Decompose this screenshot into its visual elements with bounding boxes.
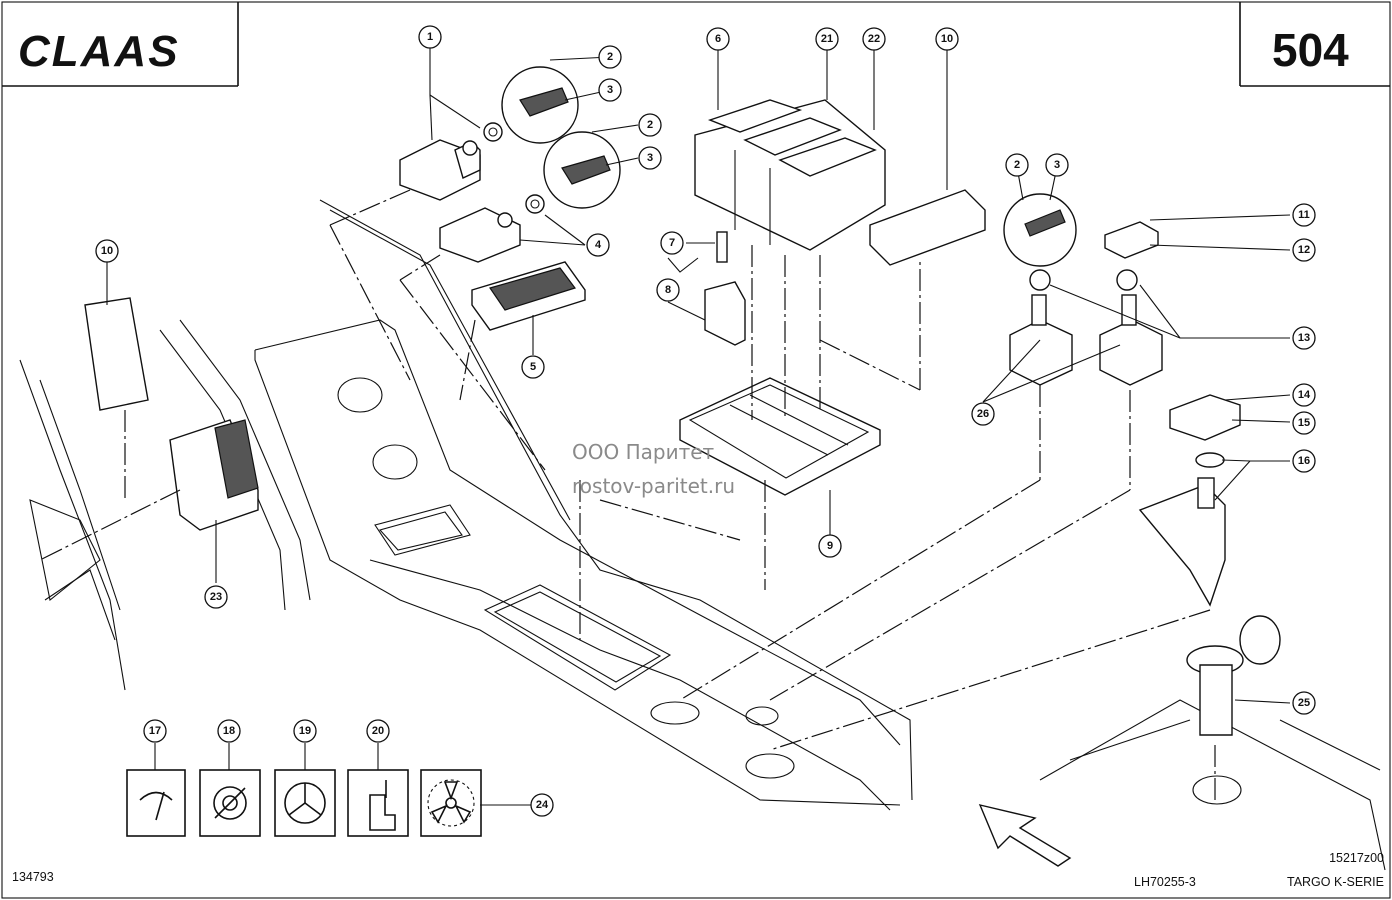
svg-text:2: 2 <box>1014 159 1020 171</box>
svg-text:1: 1 <box>427 31 433 43</box>
svg-text:17: 17 <box>149 725 161 737</box>
svg-text:6: 6 <box>715 33 721 45</box>
svg-text:13: 13 <box>1298 332 1310 344</box>
callout-2b: 2 <box>638 113 662 137</box>
page-number: 504 <box>1272 24 1349 76</box>
callout-21: 21 <box>815 27 839 51</box>
svg-text:15: 15 <box>1298 417 1310 429</box>
callout-14: 14 <box>1292 383 1316 407</box>
svg-text:10: 10 <box>941 33 953 45</box>
callout-22: 22 <box>862 27 886 51</box>
rocker-switch-5 <box>471 261 586 331</box>
knob-switch-26 <box>1003 193 1077 386</box>
svg-text:21: 21 <box>821 33 833 45</box>
watermark-url: rostov-paritet.ru <box>572 474 735 498</box>
svg-text:3: 3 <box>607 84 613 96</box>
watermark-company: ООО Паритет <box>572 440 715 464</box>
direction-arrow-icon <box>978 804 1072 867</box>
svg-text:2: 2 <box>647 119 653 131</box>
heater-symbol-icon <box>347 769 409 837</box>
svg-text:8: 8 <box>665 284 671 296</box>
blank-cover-10-left <box>84 297 149 411</box>
series-name: TARGO K-SERIE <box>1287 875 1384 889</box>
component-1-switches <box>399 122 545 263</box>
svg-text:20: 20 <box>372 725 384 737</box>
callout-1: 1 <box>418 25 442 49</box>
svg-text:9: 9 <box>827 540 833 552</box>
callout-16: 16 <box>1292 449 1316 473</box>
callout-13: 13 <box>1292 326 1316 350</box>
figure-code: 15217z00 <box>1329 851 1384 865</box>
wiper-symbol-icon <box>126 769 186 837</box>
svg-text:2: 2 <box>607 51 613 63</box>
svg-text:25: 25 <box>1298 697 1310 709</box>
rocker-switch-block-6-21-22 <box>694 99 886 251</box>
callout-3b: 3 <box>638 146 662 170</box>
callout-25: 25 <box>1292 691 1316 715</box>
callout-8: 8 <box>656 278 680 302</box>
socket-25 <box>1186 615 1281 736</box>
callout-15: 15 <box>1292 411 1316 435</box>
callout-26: 26 <box>971 402 995 426</box>
console-outline <box>19 199 1386 871</box>
svg-text:10: 10 <box>101 245 113 257</box>
frame-9 <box>679 377 881 496</box>
svg-text:26: 26 <box>977 408 989 420</box>
callout-7: 7 <box>660 231 684 255</box>
drawing-id: 134793 <box>12 870 54 884</box>
document-ref: LH70255-3 <box>1134 875 1196 889</box>
callout-17: 17 <box>143 719 167 743</box>
svg-text:7: 7 <box>669 237 675 249</box>
svg-text:22: 22 <box>868 33 880 45</box>
leader-lines <box>106 48 1291 806</box>
assembly-lines <box>39 189 1216 800</box>
svg-text:12: 12 <box>1298 244 1310 256</box>
brand-logo: CLAAS <box>18 27 180 76</box>
lamp-holder-7-8 <box>704 231 746 346</box>
callout-2a: 2 <box>598 45 622 69</box>
gear-symbol-icon <box>199 769 261 837</box>
svg-text:16: 16 <box>1298 455 1310 467</box>
callout-4: 4 <box>586 233 610 257</box>
knob-2-3 <box>501 66 621 209</box>
svg-text:3: 3 <box>647 152 653 164</box>
callout-6: 6 <box>706 27 730 51</box>
knob-switch-11-12-13 <box>1099 221 1163 386</box>
callout-18: 18 <box>217 719 241 743</box>
fan-symbol-icon <box>420 769 482 837</box>
callout-19: 19 <box>293 719 317 743</box>
svg-text:24: 24 <box>536 799 549 811</box>
rocker-switch-23 <box>169 419 259 531</box>
callout-2c: 2 <box>1005 153 1029 177</box>
callout-10-top: 10 <box>935 27 959 51</box>
callout-9: 9 <box>818 534 842 558</box>
svg-text:23: 23 <box>210 591 222 603</box>
callout-3c: 3 <box>1045 153 1069 177</box>
svg-text:3: 3 <box>1054 159 1060 171</box>
svg-text:19: 19 <box>299 725 311 737</box>
callout-10-left: 10 <box>95 239 119 263</box>
callout-20: 20 <box>366 719 390 743</box>
callout-12: 12 <box>1292 238 1316 262</box>
svg-text:5: 5 <box>530 361 536 373</box>
knob-14-15-16 <box>1138 394 1241 607</box>
callout-3a: 3 <box>598 78 622 102</box>
callout-24: 24 <box>530 793 554 817</box>
svg-text:4: 4 <box>595 239 602 251</box>
callout-11: 11 <box>1292 203 1316 227</box>
callout-23: 23 <box>204 585 228 609</box>
mercedes-star-symbol-icon <box>274 769 336 837</box>
svg-text:14: 14 <box>1298 389 1311 401</box>
blank-cover-10-top <box>869 189 986 266</box>
callout-5: 5 <box>521 355 545 379</box>
svg-text:18: 18 <box>223 725 235 737</box>
svg-text:11: 11 <box>1298 209 1310 221</box>
